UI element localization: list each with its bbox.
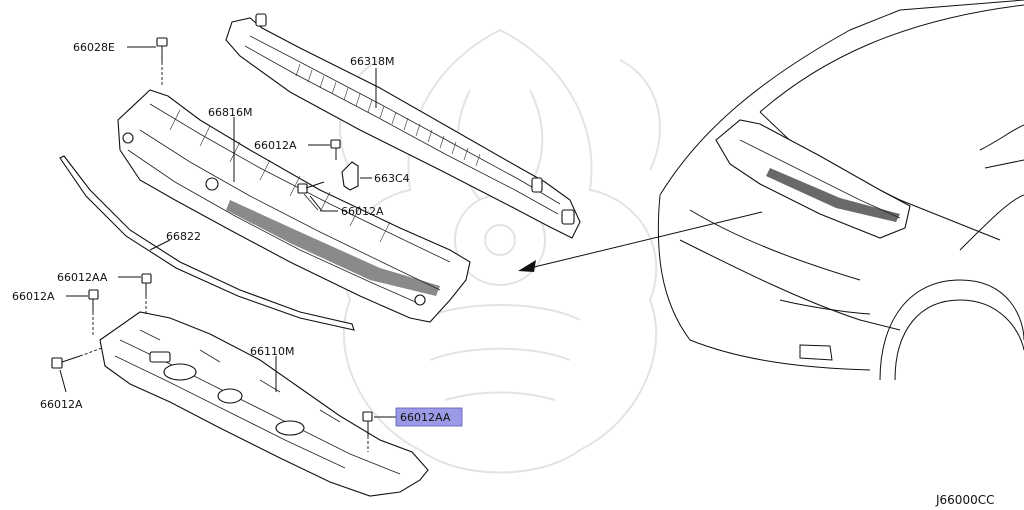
bolt-66012a-left xyxy=(88,289,99,336)
lower-cowl-66110m xyxy=(99,311,429,497)
label-66110m[interactable]: 66110M xyxy=(250,345,294,358)
label-66012aa-left[interactable]: 66012AA xyxy=(57,271,108,284)
bolt-66012a-bottom xyxy=(51,347,103,369)
vehicle-outline xyxy=(657,0,1024,381)
bolt-66012a-mid xyxy=(297,181,325,211)
label-leaders xyxy=(59,46,396,418)
label-663c4[interactable]: 663C4 xyxy=(374,172,410,185)
reference-arrow xyxy=(518,211,763,272)
label-66028e[interactable]: 66028E xyxy=(73,41,115,54)
label-66012a-bottom[interactable]: 66012A xyxy=(40,398,83,411)
bolt-66012aa-right xyxy=(362,411,373,452)
cowl-vent-hatch xyxy=(226,200,440,296)
label-66012a-upper[interactable]: 66012A xyxy=(254,139,297,152)
seal-strip-66822 xyxy=(59,155,355,331)
clip-66028e xyxy=(156,37,168,86)
grille-slats xyxy=(295,63,481,167)
bolt-66012a-upper xyxy=(330,139,341,160)
label-66012a-mid[interactable]: 66012A xyxy=(341,205,384,218)
cowl-top-66816m xyxy=(117,89,471,323)
bolt-66012aa-left xyxy=(141,273,152,316)
label-66822[interactable]: 66822 xyxy=(166,230,201,243)
label-66816m[interactable]: 66816M xyxy=(208,106,252,119)
bracket-663c4 xyxy=(341,161,359,191)
label-66012a-left[interactable]: 66012A xyxy=(12,290,55,303)
selected-label-highlight xyxy=(395,407,463,427)
diagram-code: J66000CC xyxy=(935,493,994,507)
label-66012aa-right[interactable]: 66012AA xyxy=(400,411,451,424)
label-66318m[interactable]: 66318M xyxy=(350,55,394,68)
cowl-grille-66318m xyxy=(225,13,581,239)
